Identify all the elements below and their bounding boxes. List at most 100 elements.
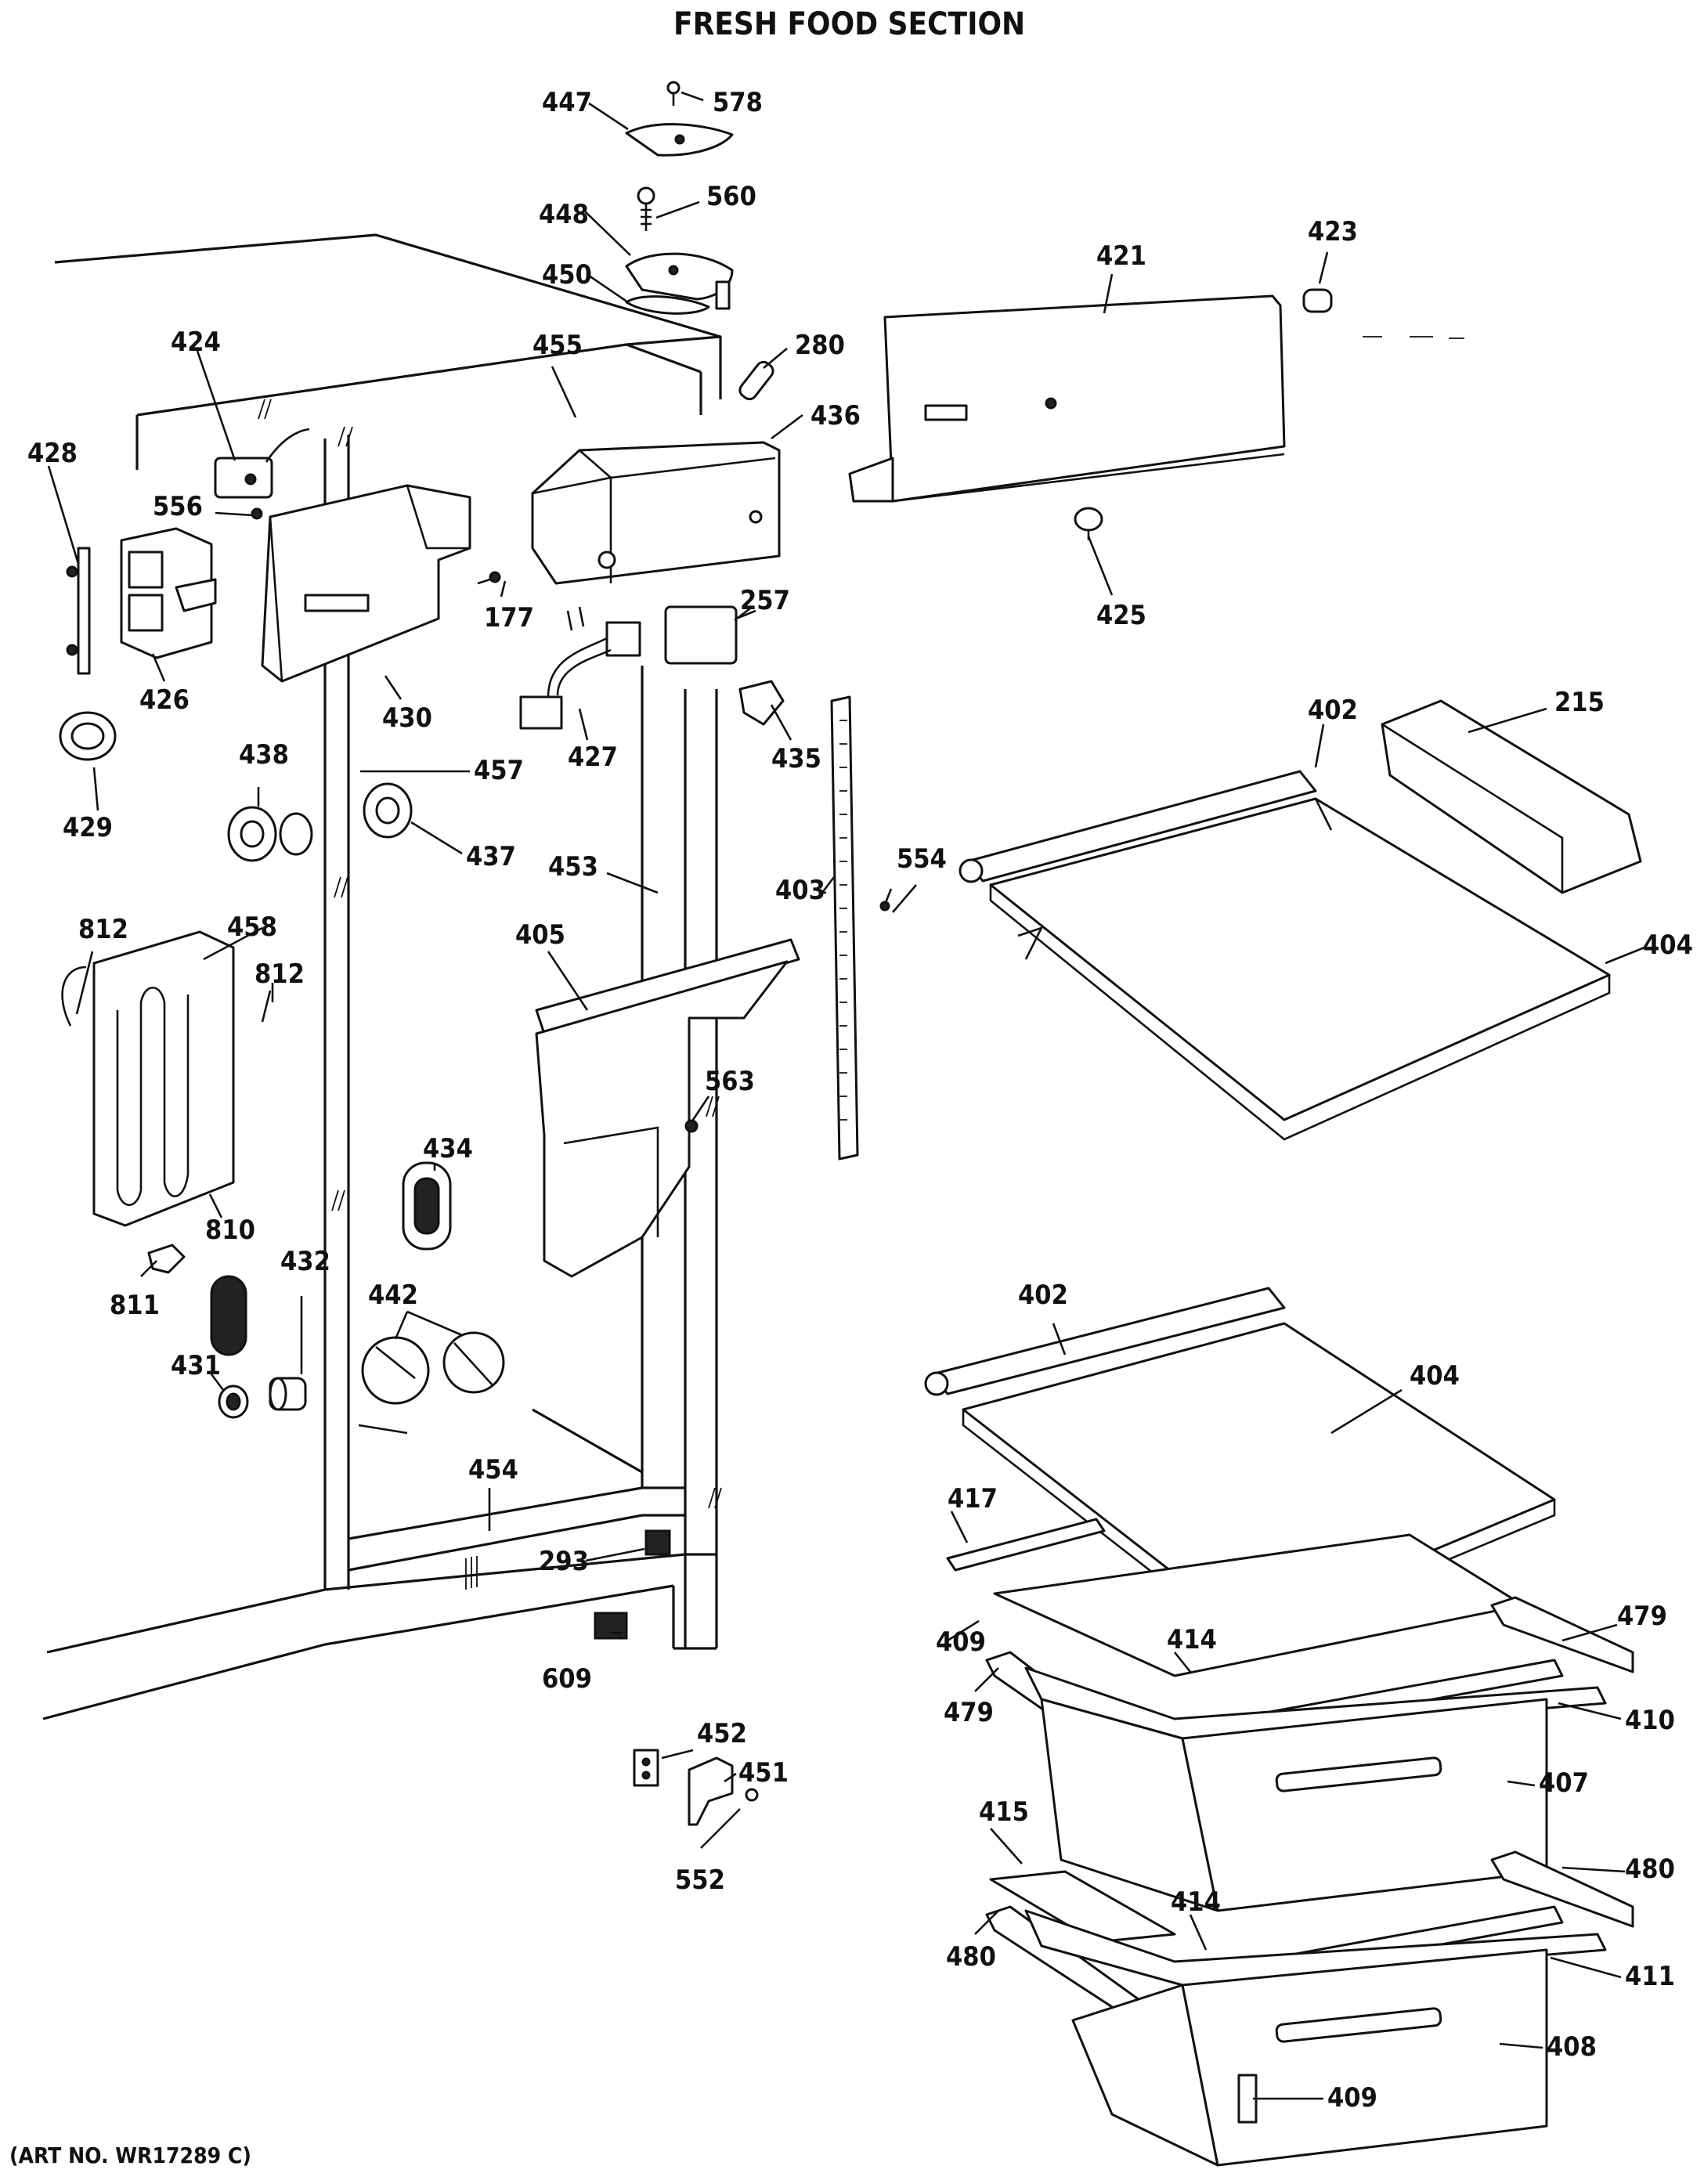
callout-415: 415 bbox=[979, 1796, 1029, 1828]
callout-405: 405 bbox=[515, 919, 565, 951]
callout-426: 426 bbox=[139, 684, 190, 716]
part-812-wire bbox=[261, 990, 272, 1023]
callout-609: 609 bbox=[542, 1663, 592, 1695]
callout-448: 448 bbox=[539, 199, 589, 230]
callout-215: 215 bbox=[1554, 687, 1605, 718]
callout-423: 423 bbox=[1308, 216, 1358, 247]
part-426-light-socket bbox=[120, 527, 217, 659]
part-409-glass-cover bbox=[993, 1533, 1525, 1677]
callout-480-right: 480 bbox=[1625, 1854, 1675, 1885]
part-293-clip bbox=[644, 1529, 671, 1556]
callout-455: 455 bbox=[532, 330, 583, 361]
part-431-cap bbox=[210, 1275, 249, 1419]
callout-438: 438 bbox=[239, 739, 289, 771]
callout-429: 429 bbox=[63, 812, 113, 843]
callout-280: 280 bbox=[795, 330, 845, 361]
part-411-drawer-frame-lower bbox=[1024, 1909, 1607, 1987]
callout-403: 403 bbox=[775, 875, 825, 906]
part-402-shelf-trim-upper bbox=[958, 770, 1317, 883]
callout-454: 454 bbox=[468, 1454, 518, 1485]
callout-453: 453 bbox=[548, 851, 598, 883]
part-560-screw bbox=[637, 186, 655, 231]
callout-177: 177 bbox=[484, 602, 534, 634]
part-811-clip bbox=[147, 1244, 186, 1274]
callout-563: 563 bbox=[705, 1066, 755, 1097]
callout-447: 447 bbox=[542, 87, 592, 118]
part-402-shelf-trim-lower bbox=[924, 1287, 1286, 1396]
part-556-screw bbox=[251, 507, 263, 520]
part-425-knob bbox=[1074, 507, 1103, 540]
part-452-plate bbox=[633, 1749, 659, 1787]
part-447-hinge-cover bbox=[625, 123, 734, 157]
part-429-control-knob bbox=[59, 711, 117, 761]
part-407-drawer-upper bbox=[1040, 1698, 1548, 1912]
part-403-shelf-ladder bbox=[830, 695, 859, 1161]
callout-435: 435 bbox=[771, 743, 821, 774]
part-405-air-duct bbox=[535, 938, 800, 1278]
callout-479-right: 479 bbox=[1617, 1601, 1667, 1632]
callout-414-lower: 414 bbox=[1171, 1886, 1221, 1918]
part-430-cover bbox=[261, 484, 471, 683]
callout-428: 428 bbox=[27, 438, 78, 469]
part-480-slide-right bbox=[1490, 1850, 1634, 1928]
part-435-bulb-socket bbox=[738, 680, 785, 726]
callout-421: 421 bbox=[1096, 240, 1146, 272]
callout-431: 431 bbox=[171, 1350, 221, 1381]
part-415-glass-cover bbox=[989, 1870, 1176, 1944]
callout-436: 436 bbox=[810, 400, 861, 431]
part-437-fitting bbox=[363, 782, 413, 839]
part-428-bracket bbox=[66, 547, 91, 675]
callout-554: 554 bbox=[897, 843, 947, 875]
callout-810: 810 bbox=[205, 1215, 255, 1246]
part-436-housing bbox=[531, 441, 781, 585]
part-479-slide-right bbox=[1490, 1596, 1634, 1673]
part-552-screw bbox=[745, 1788, 759, 1802]
leader-lines bbox=[47, 91, 1645, 2100]
callout-417: 417 bbox=[948, 1483, 998, 1514]
callout-424: 424 bbox=[171, 327, 221, 358]
part-215-bin bbox=[1381, 699, 1642, 894]
part-424-thermostat bbox=[214, 428, 310, 499]
callout-434: 434 bbox=[423, 1133, 473, 1164]
dash-marks bbox=[1363, 336, 1464, 339]
part-421-shelf-front bbox=[848, 294, 1286, 503]
part-448-hinge bbox=[625, 252, 734, 310]
callout-402-upper: 402 bbox=[1308, 695, 1358, 726]
callout-442: 442 bbox=[368, 1280, 418, 1311]
part-280-bulb bbox=[738, 360, 774, 401]
part-408-drawer-lower bbox=[1071, 1948, 1548, 2167]
callout-556: 556 bbox=[153, 491, 203, 522]
callout-578: 578 bbox=[713, 87, 763, 118]
callout-408: 408 bbox=[1547, 2031, 1597, 2063]
part-450-shim bbox=[625, 295, 710, 315]
part-554-screw bbox=[879, 888, 893, 912]
callout-450: 450 bbox=[542, 259, 592, 291]
callout-411: 411 bbox=[1625, 1961, 1675, 1992]
callout-458: 458 bbox=[227, 912, 277, 943]
part-438-fitting bbox=[227, 806, 313, 862]
callout-560: 560 bbox=[706, 181, 756, 212]
callout-410: 410 bbox=[1625, 1705, 1675, 1736]
part-451-bracket bbox=[688, 1756, 734, 1826]
callout-811: 811 bbox=[110, 1290, 160, 1321]
callout-812-left: 812 bbox=[78, 914, 128, 945]
callout-404-lower: 404 bbox=[1410, 1360, 1460, 1392]
callout-425: 425 bbox=[1096, 600, 1146, 631]
callout-432: 432 bbox=[280, 1246, 330, 1277]
callout-404-upper: 404 bbox=[1643, 930, 1693, 961]
callout-427: 427 bbox=[568, 742, 618, 773]
part-177-screw bbox=[477, 571, 501, 585]
part-427-harness bbox=[519, 606, 641, 730]
callout-414-upper: 414 bbox=[1167, 1624, 1217, 1655]
callout-437: 437 bbox=[466, 841, 516, 872]
part-810-heater bbox=[61, 930, 235, 1227]
part-432-bushing bbox=[269, 1377, 307, 1411]
callout-407: 407 bbox=[1539, 1767, 1589, 1799]
part-434-vent bbox=[402, 1161, 452, 1251]
part-563-screw bbox=[684, 1119, 699, 1133]
callout-552: 552 bbox=[675, 1865, 725, 1896]
part-609-switch bbox=[594, 1612, 628, 1640]
part-423-cap bbox=[1302, 288, 1333, 313]
